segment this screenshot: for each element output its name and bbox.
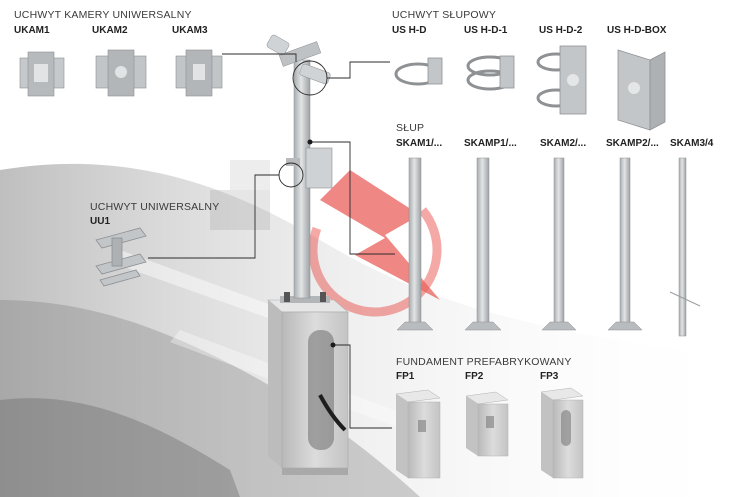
label-fp1: FP1	[396, 371, 415, 382]
callout-dots	[307, 139, 336, 348]
label-ukam1: UKAM1	[14, 25, 50, 36]
label-ukam3: UKAM3	[172, 25, 208, 36]
skamp2-product	[607, 157, 643, 331]
skam2-product	[541, 157, 577, 331]
us-hd-2-product	[536, 45, 587, 115]
ukam-products	[19, 49, 223, 97]
ukam3-product	[175, 49, 223, 97]
uu1-product	[95, 227, 147, 287]
foundation-products	[395, 387, 584, 479]
fp3-product	[540, 387, 584, 479]
skam1-product	[396, 157, 434, 331]
foundation-title: FUNDAMENT PREFABRYKOWANY	[396, 356, 572, 368]
universal-mount-title: UCHWYT UNIWERSALNY	[90, 201, 220, 213]
label-ukam2: UKAM2	[92, 25, 128, 36]
label-uu1: UU1	[90, 216, 111, 227]
us-hd-box-product	[617, 49, 666, 131]
skamp1-product	[464, 157, 502, 331]
label-fp2: FP2	[465, 371, 484, 382]
pole-mount-title: UCHWYT SŁUPOWY	[392, 9, 497, 21]
label-us-hd-1: US H-D-1	[464, 25, 508, 36]
us-hd-1-product	[466, 55, 515, 91]
camera-mount-title: UCHWYT KAMERY UNIWERSALNY	[14, 9, 192, 21]
label-skam2: SKAM2/...	[540, 138, 587, 149]
label-skam1: SKAM1/...	[396, 138, 443, 149]
main-pole	[266, 34, 333, 303]
label-us-hd-box: US H-D-BOX	[607, 25, 667, 36]
pole-products	[396, 157, 701, 337]
fp1-product	[395, 389, 441, 479]
callout-lines	[148, 53, 395, 429]
ukam1-product	[19, 51, 65, 97]
label-fp3: FP3	[540, 371, 559, 382]
ukam2-product	[95, 49, 147, 97]
main-foundation	[267, 299, 349, 475]
label-us-hd: US H-D	[392, 25, 427, 36]
us-hd-product	[394, 57, 443, 86]
label-skamp2: SKAMP2/...	[606, 138, 659, 149]
label-us-hd-2: US H-D-2	[539, 25, 583, 36]
label-skam3-4: SKAM3/4	[670, 138, 714, 149]
pole-title: SŁUP	[396, 122, 425, 134]
label-skamp1: SKAMP1/...	[464, 138, 517, 149]
skam3-4-product	[669, 157, 701, 337]
fp2-product	[465, 391, 509, 457]
pole-mount-products	[394, 45, 666, 131]
